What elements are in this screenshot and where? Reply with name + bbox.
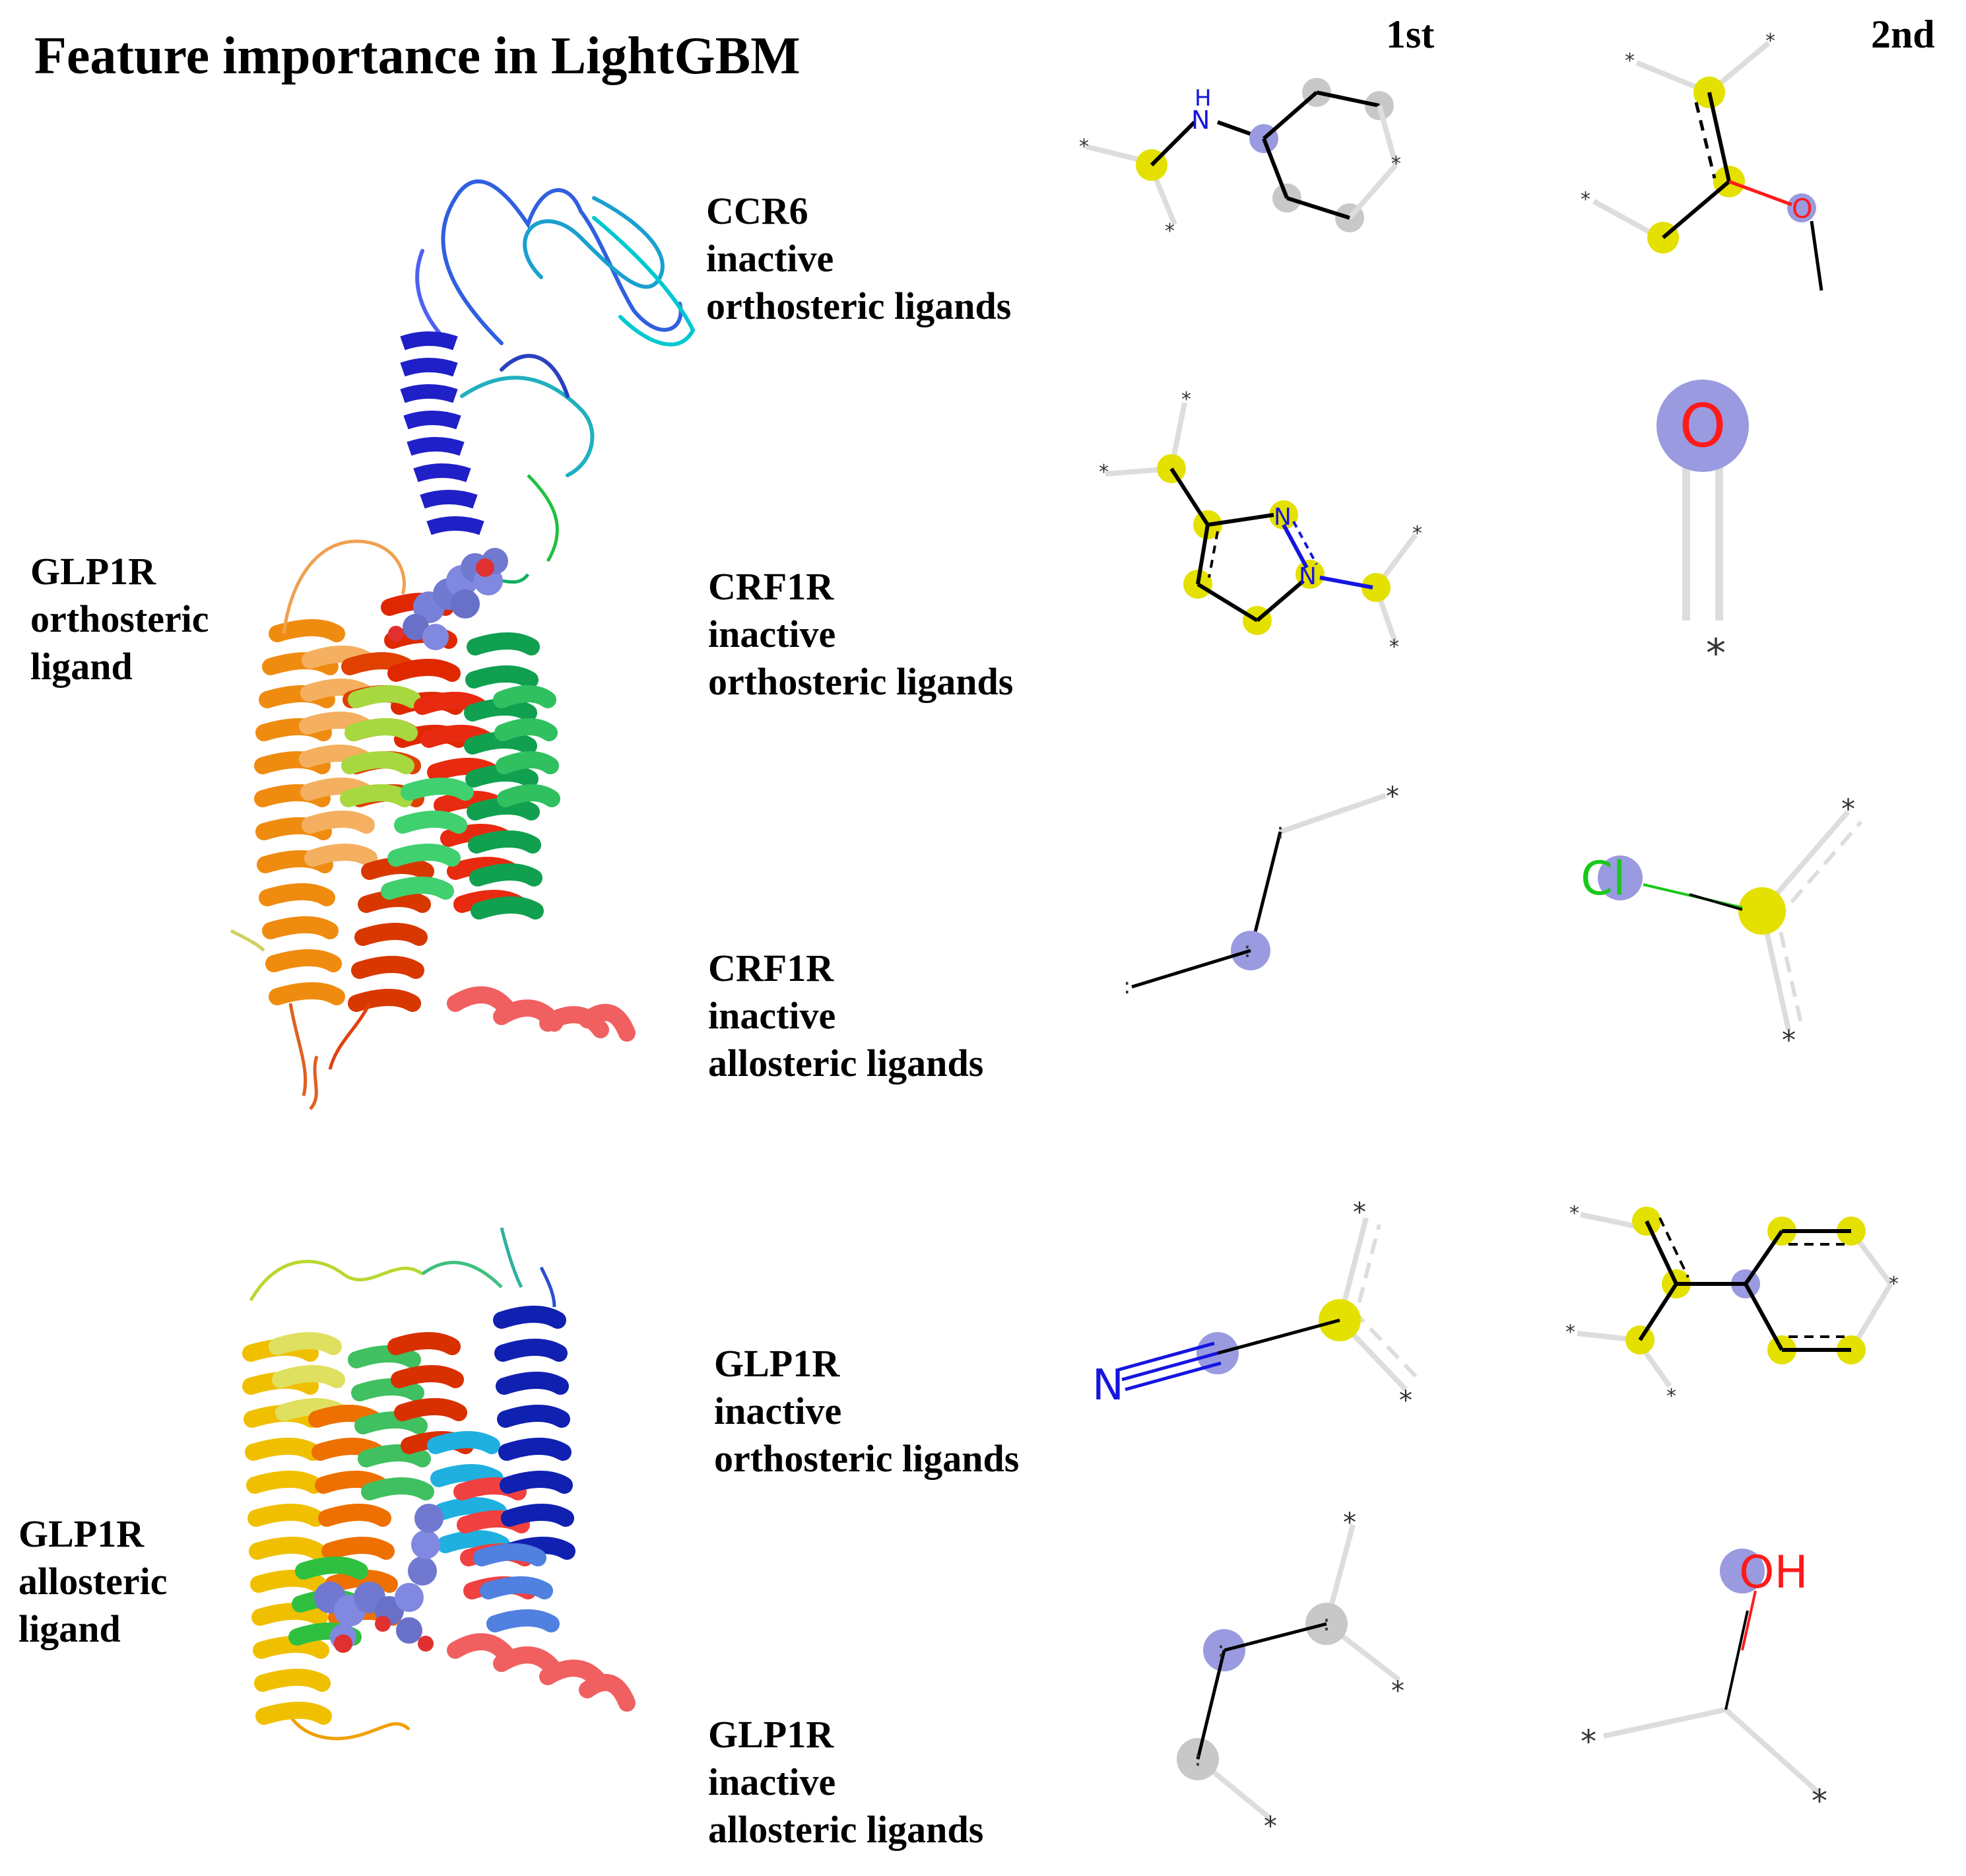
fragment-ccr6-1st: N H * * * [1079,78,1401,243]
fragment-glp1r-orthosteric-1st: N * * [1092,1197,1421,1416]
svg-text::: : [1123,973,1130,999]
protein-structure-allosteric [242,1227,636,1741]
svg-text:*: * [1353,1197,1366,1228]
orthosteric-ligand-spheres [388,548,508,650]
svg-text::: : [1194,1745,1201,1772]
fragment-crf1r-orthosteric-2nd: O * [1656,380,1749,677]
protein-structure-orthosteric [230,179,696,1110]
svg-text:N: N [1299,563,1317,590]
svg-text:*: * [1889,1273,1899,1296]
svg-text:*: * [1569,1202,1579,1225]
svg-text:*: * [1099,461,1109,484]
svg-text:*: * [1343,1508,1356,1538]
svg-text:*: * [1391,152,1401,176]
svg-text:*: * [1666,1385,1676,1408]
fragment-glp1r-allosteric-2nd: OH * * [1581,1547,1827,1820]
svg-text:*: * [1389,636,1399,659]
svg-text::: : [1243,937,1251,963]
svg-text:*: * [1841,793,1855,825]
fragment-ccr6-2nd: O * * * [1581,30,1823,291]
svg-text:O: O [1792,194,1812,224]
fragment-crf1r-allosteric-1st: : : : * [1123,782,1399,999]
fragment-crf1r-allosteric-2nd: Cl * * [1581,793,1863,1056]
svg-text:*: * [1264,1811,1277,1842]
svg-text:*: * [1581,1724,1596,1760]
svg-text:*: * [1706,630,1726,677]
svg-text:*: * [1165,220,1175,243]
column-header-1st: 1st [1386,13,1435,56]
svg-text:*: * [1581,188,1590,211]
svg-text:*: * [1812,1783,1827,1820]
svg-text::: : [1276,818,1284,844]
allosteric-ligand-spheres [314,1504,443,1653]
svg-text:H: H [1195,85,1212,112]
svg-text:*: * [1079,135,1089,158]
svg-text:*: * [1565,1321,1575,1344]
svg-text::: : [1323,1610,1330,1636]
svg-text:*: * [1782,1024,1796,1056]
column-header-2nd: 2nd [1871,13,1935,56]
svg-text:*: * [1399,1386,1412,1416]
svg-text:*: * [1181,388,1191,411]
svg-text:*: * [1625,50,1635,73]
figure-title: Feature importance in LightGBM [34,27,801,85]
svg-text:O: O [1680,391,1726,461]
svg-text:N: N [1092,1361,1124,1410]
svg-text:*: * [1412,522,1422,545]
svg-text:*: * [1386,782,1399,812]
fragment-crf1r-orthosteric-1st: N N * * * * [1099,388,1422,659]
svg-text:OH: OH [1739,1547,1808,1599]
svg-text:*: * [1391,1676,1404,1706]
svg-text:*: * [1765,30,1775,53]
fragment-glp1r-allosteric-1st: : : : * * * [1177,1508,1404,1842]
svg-text:N: N [1191,106,1210,135]
svg-text:Cl: Cl [1581,852,1625,906]
svg-text::: : [1217,1636,1224,1663]
svg-text:N: N [1274,504,1292,531]
fragment-glp1r-orthosteric-2nd: * * * * [1565,1202,1899,1408]
